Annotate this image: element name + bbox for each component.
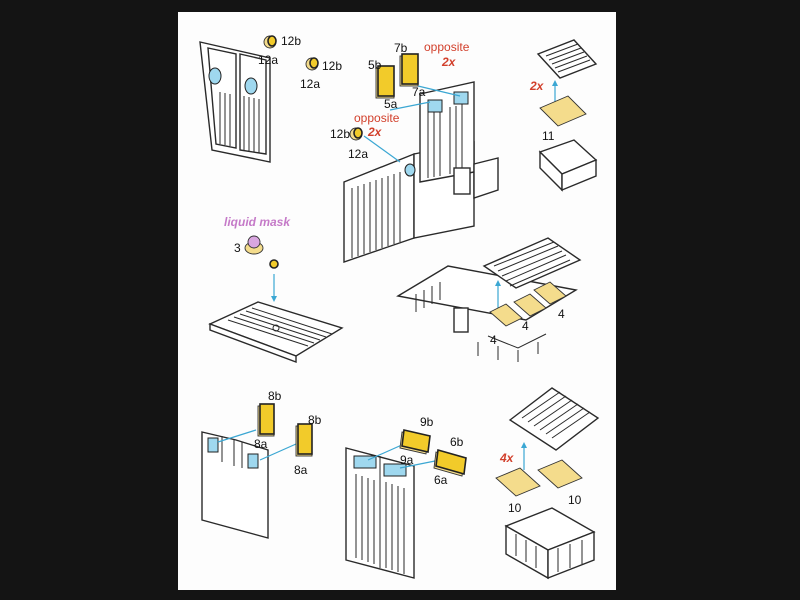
part-9-window <box>399 429 431 455</box>
part-10-glazing <box>537 459 583 489</box>
vent-housing-top-right <box>538 139 598 192</box>
window-pane <box>207 437 219 453</box>
vent-grille-bottom-right <box>508 387 600 451</box>
window-pane <box>453 91 469 105</box>
part-4-glazing <box>533 281 567 305</box>
arrow-head <box>271 296 277 302</box>
part-8-window <box>295 423 313 457</box>
leader-line <box>217 429 257 443</box>
leader-line <box>389 101 431 111</box>
roof-hatch-plate <box>208 301 344 364</box>
label-7b: 7b <box>394 41 408 55</box>
label-4: 4 <box>490 333 497 347</box>
leader-line <box>399 459 441 469</box>
window-pane <box>427 99 443 113</box>
mask-lens <box>269 259 279 269</box>
label-12a: 12a <box>300 77 320 91</box>
label-11: 11 <box>542 129 555 143</box>
label-9b: 9b <box>420 415 434 429</box>
note-liquid-mask: liquid mask <box>224 215 291 229</box>
arrow-head <box>552 80 558 86</box>
window-pane <box>383 463 407 477</box>
label-4: 4 <box>558 307 565 321</box>
note-opposite: opposite <box>424 40 470 54</box>
note-opposite: opposite <box>354 111 400 125</box>
double-door-bottom-middle <box>345 447 415 579</box>
label-10: 10 <box>568 493 582 507</box>
label-8a: 8a <box>254 437 268 451</box>
label-3: 3 <box>234 241 241 255</box>
label-10: 10 <box>508 501 522 515</box>
part-3-lens <box>244 235 264 255</box>
part-11-glazing <box>539 95 587 127</box>
label-4: 4 <box>522 319 529 333</box>
part-12-lens-b <box>305 57 319 71</box>
label-12b: 12b <box>330 127 350 141</box>
window-pane <box>247 453 259 469</box>
label-5a: 5a <box>384 97 398 111</box>
instruction-sheet: 12b 12a 12b 12a 5b 5a 7b 7a opposite 2x … <box>178 12 616 590</box>
leader-line <box>259 443 297 461</box>
porthole-right <box>244 77 258 95</box>
leader-line <box>417 85 461 97</box>
porthole-left <box>208 67 222 85</box>
porthole <box>404 163 416 177</box>
label-8b: 8b <box>308 413 322 427</box>
note-multiplier: 2x <box>529 79 545 93</box>
part-5-window <box>375 65 395 99</box>
door-panel-bottom-left <box>201 431 269 539</box>
vent-grille-top-right <box>536 39 598 79</box>
part-7-window <box>399 53 419 87</box>
label-6a: 6a <box>434 473 448 487</box>
note-multiplier: 2x <box>441 55 457 69</box>
cabin-wall-assembly <box>343 81 499 263</box>
arrow-head <box>521 442 527 448</box>
vent-housing-bottom-right <box>504 507 596 580</box>
label-6b: 6b <box>450 435 464 449</box>
label-12a: 12a <box>348 147 368 161</box>
part-8-window <box>257 403 275 437</box>
label-8b: 8b <box>268 389 282 403</box>
label-8a: 8a <box>294 463 308 477</box>
part-10-glazing <box>495 467 541 497</box>
note-multiplier: 2x <box>367 125 383 139</box>
part-12-lens-c <box>349 127 363 141</box>
part-4-glazing <box>489 303 523 327</box>
part-12-lens-a <box>263 35 277 49</box>
door-panel-top-left <box>199 41 271 163</box>
label-7a: 7a <box>412 85 426 99</box>
leader-line <box>367 443 405 461</box>
leader-line <box>363 135 401 163</box>
label-9a: 9a <box>400 453 414 467</box>
note-multiplier: 4x <box>499 451 515 465</box>
label-12b: 12b <box>322 59 342 73</box>
label-12b: 12b <box>281 34 301 48</box>
arrow-head <box>495 280 501 286</box>
label-12a: 12a <box>258 53 278 67</box>
part-4-glazing <box>513 293 547 317</box>
part-6-window <box>433 448 467 477</box>
assembly-drawing: 12b 12a 12b 12a 5b 5a 7b 7a opposite 2x … <box>199 34 600 580</box>
label-5b: 5b <box>368 58 382 72</box>
